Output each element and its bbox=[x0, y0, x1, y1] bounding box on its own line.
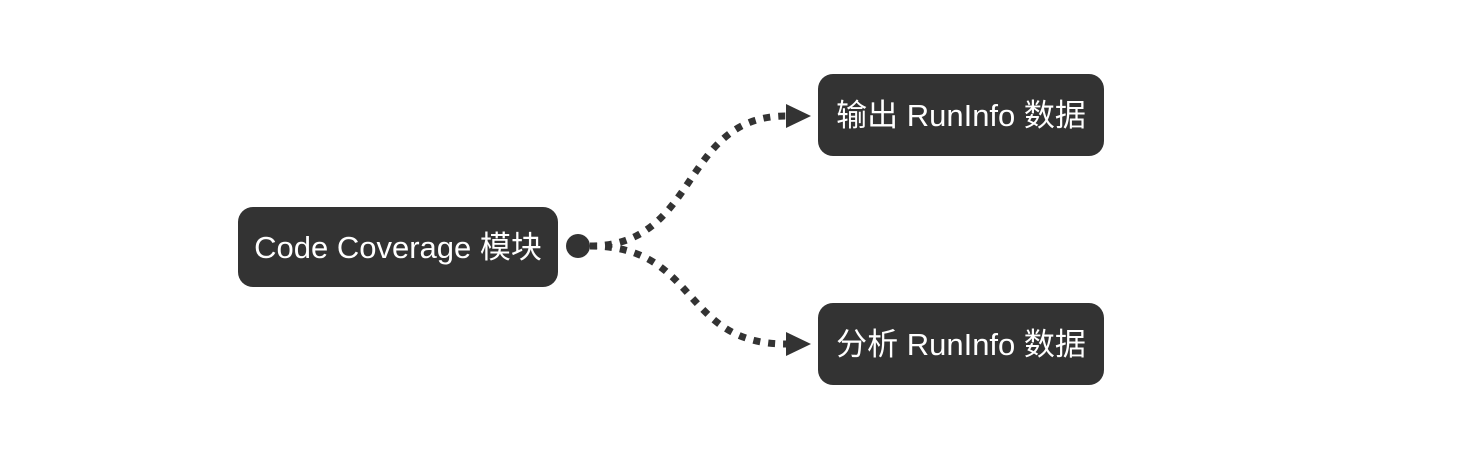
edge-origin-dot bbox=[566, 234, 590, 258]
edge-to-analyze-runinfo bbox=[589, 242, 787, 348]
edge-to-output-runinfo bbox=[589, 112, 787, 250]
arrowhead-output-runinfo-icon bbox=[786, 104, 811, 128]
node-output-runinfo: 输出 RunInfo 数据 bbox=[818, 74, 1104, 156]
node-code-coverage-module: Code Coverage 模块 bbox=[238, 207, 558, 287]
node-analyze-runinfo: 分析 RunInfo 数据 bbox=[818, 303, 1104, 385]
arrowhead-analyze-runinfo-icon bbox=[786, 332, 811, 356]
